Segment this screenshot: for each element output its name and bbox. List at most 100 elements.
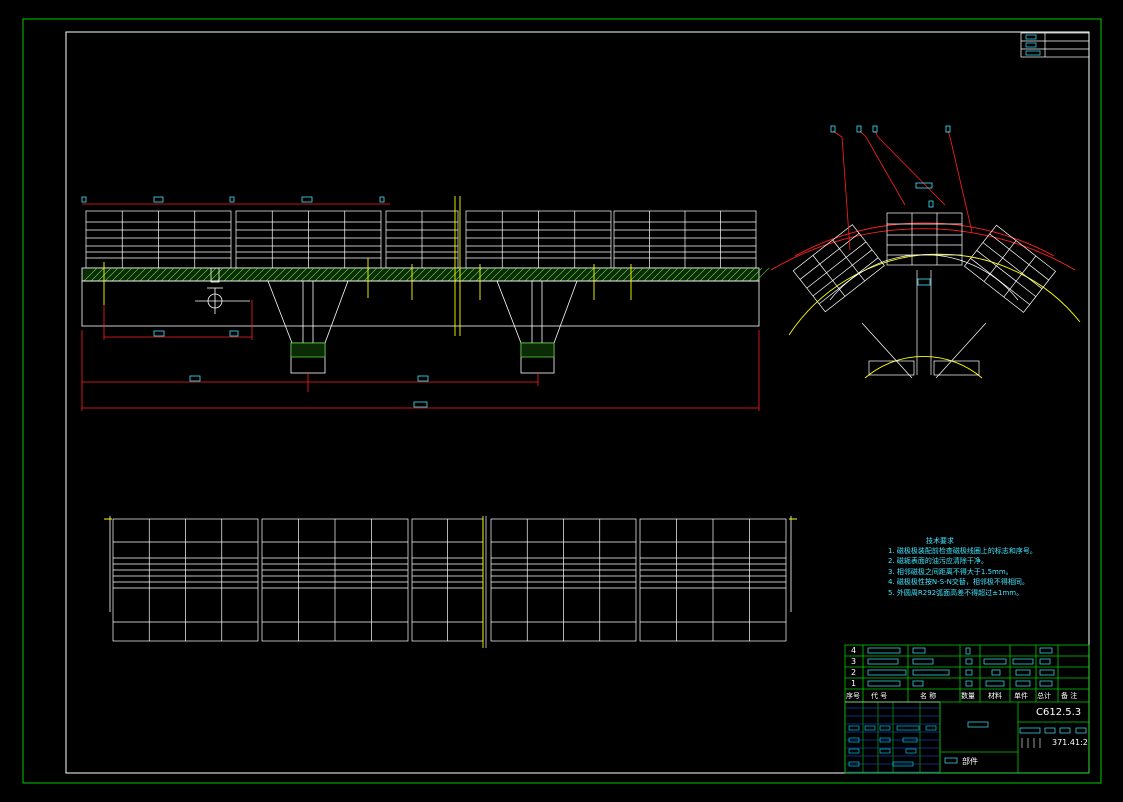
header-material: 材料 <box>988 692 1002 700</box>
row-number-2: 2 <box>851 668 857 677</box>
hatch-line <box>664 267 679 282</box>
hatch-line <box>601 267 616 282</box>
hatch-line <box>279 267 294 282</box>
tech-note-line: 3. 相邻磁极之间距离不得大于1.5mm。 <box>888 567 1013 576</box>
support-legs <box>267 280 578 374</box>
hatch-line <box>426 267 441 282</box>
hatch-line <box>139 267 154 282</box>
hatch-line <box>181 267 196 282</box>
hatch-line <box>146 267 161 282</box>
side-view <box>770 125 1081 379</box>
hatch-line <box>272 267 287 282</box>
hatch-line <box>433 267 448 282</box>
tech-note-line: 2. 磁轭表面的油污应清除干净。 <box>888 557 988 566</box>
hatch-line <box>587 267 602 282</box>
hatch-line <box>748 267 763 282</box>
hatch-line <box>188 267 203 282</box>
front-view <box>81 196 770 411</box>
hatch-line <box>384 267 399 282</box>
signature-stamp <box>879 725 891 731</box>
hatch-line <box>125 267 140 282</box>
centerlines <box>103 196 632 336</box>
hatch-line <box>160 267 175 282</box>
hatch-line <box>734 267 749 282</box>
hatch-line <box>713 267 728 282</box>
hatch-line <box>349 267 364 282</box>
hatch-line <box>419 267 434 282</box>
hatch-line <box>412 267 427 282</box>
hatch-line <box>363 267 378 282</box>
pole-fans <box>792 212 1057 379</box>
hatch-line <box>167 267 182 282</box>
signature-stamp <box>892 761 914 767</box>
hatch-line <box>307 267 322 282</box>
pole-blocks <box>85 210 757 269</box>
hatch-line <box>97 267 112 282</box>
header-name: 名 称 <box>920 692 937 700</box>
hatch-line <box>391 267 406 282</box>
tech-note-line: 1. 磁极极装配前检查磁极线圈上的标志和序号。 <box>888 547 1037 555</box>
hatch-line <box>573 267 588 282</box>
drawing-frame <box>65 31 1090 774</box>
hatch-line <box>720 267 735 282</box>
tech-notes-title: 技术要求 <box>926 537 954 545</box>
hatch-line <box>727 267 742 282</box>
hatch-line <box>699 267 714 282</box>
hatch-line <box>692 267 707 282</box>
hatch-line <box>328 267 343 282</box>
plan-view <box>112 518 787 642</box>
hatch-line <box>342 267 357 282</box>
hatch-line <box>251 267 266 282</box>
hatch-line <box>230 267 245 282</box>
hatch-line <box>496 267 511 282</box>
leader-lines <box>832 130 973 251</box>
row-number-1: 1 <box>851 679 857 688</box>
hatch-line <box>545 267 560 282</box>
signature-stamp <box>864 725 876 731</box>
hatch-line <box>566 267 581 282</box>
drawing-code: C612.5.3 <box>1036 707 1082 718</box>
signature-stamp <box>896 725 920 731</box>
hatch-line <box>209 267 224 282</box>
hatch-line <box>524 267 539 282</box>
signature-stamp <box>925 725 937 731</box>
signature-stamp <box>905 748 917 754</box>
hatch-line <box>671 267 686 282</box>
hatch-line <box>461 267 476 282</box>
hatch-line <box>454 267 469 282</box>
hatch-line <box>405 267 420 282</box>
corner-stamp <box>1020 32 1090 58</box>
row-number-3: 3 <box>851 657 857 666</box>
hatch-line <box>314 267 329 282</box>
hatch-line <box>552 267 567 282</box>
hatch-line <box>370 267 385 282</box>
hatch-line <box>608 267 623 282</box>
hatch-line <box>286 267 301 282</box>
hatch-line <box>594 267 609 282</box>
scale-value: 1:2 <box>1075 738 1088 747</box>
hatch-line <box>503 267 518 282</box>
outer-arcs <box>770 222 1081 379</box>
hatch-line <box>244 267 259 282</box>
hatch-line <box>622 267 637 282</box>
header-qty: 数量 <box>961 692 975 700</box>
hatch-line <box>174 267 189 282</box>
hatch-line <box>636 267 651 282</box>
hatch-line <box>90 267 105 282</box>
hatch-line <box>223 267 238 282</box>
plan-end-marks <box>104 516 797 648</box>
hatch-line <box>706 267 721 282</box>
hatch-line <box>538 267 553 282</box>
hatch-line <box>741 267 756 282</box>
hatch-line <box>531 267 546 282</box>
hatch-line <box>475 267 490 282</box>
hatch-line <box>517 267 532 282</box>
title-block-stamps <box>867 647 1087 764</box>
signature-stamp <box>879 748 891 754</box>
signature-stamp <box>848 748 860 754</box>
hatch-line <box>615 267 630 282</box>
header-unit: 单件 <box>1014 692 1028 700</box>
hatch-line <box>153 267 168 282</box>
